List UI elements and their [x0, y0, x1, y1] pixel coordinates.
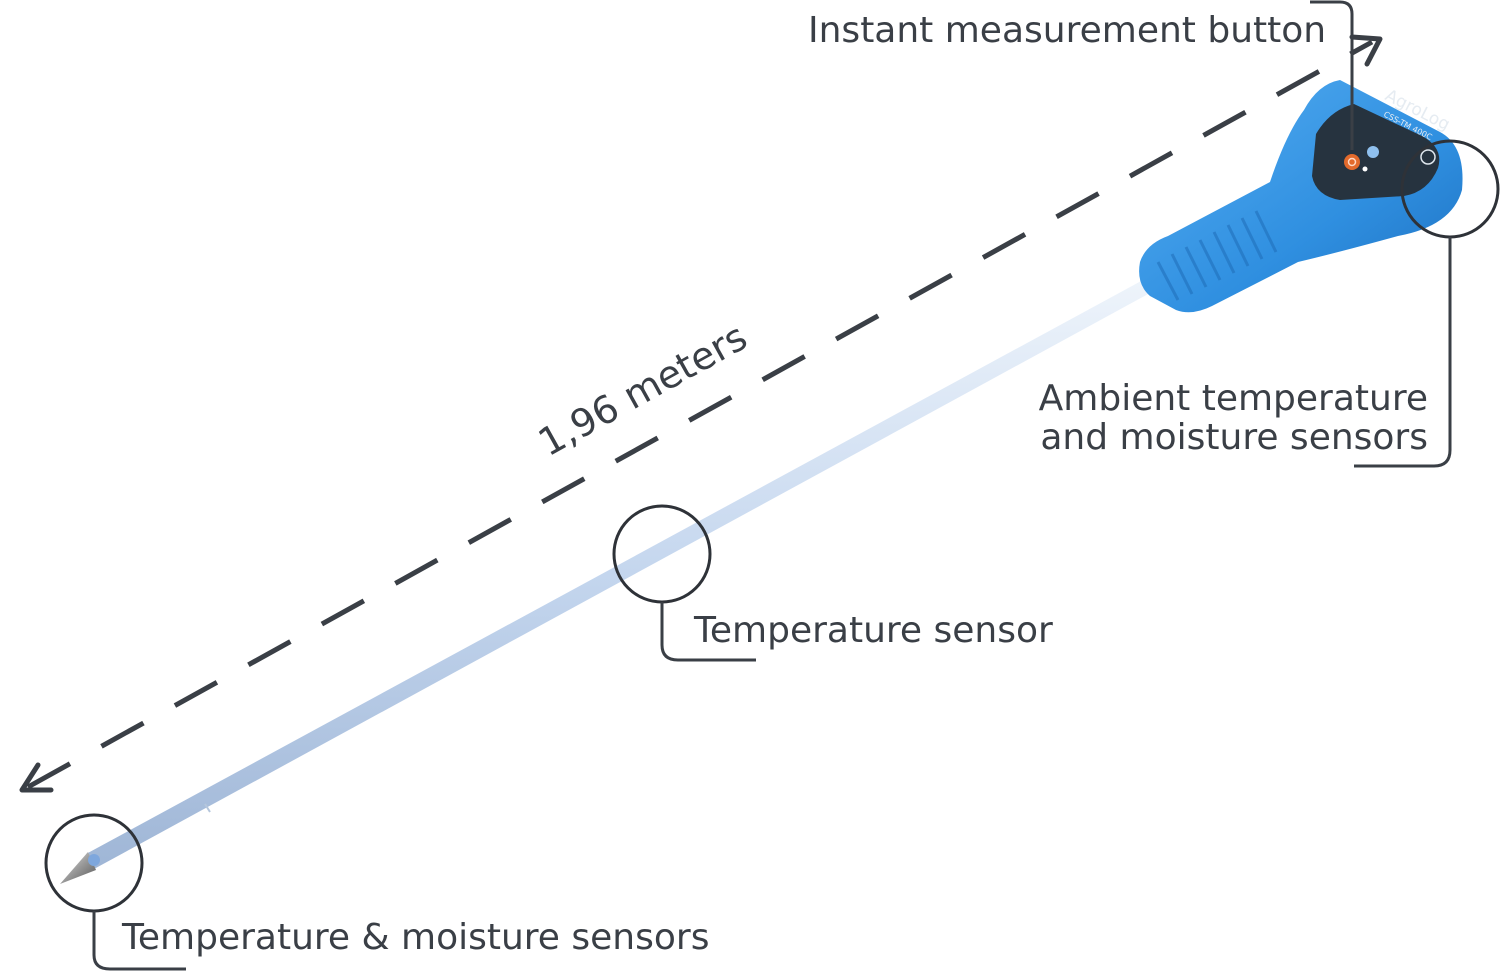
tip-callout-label: Temperature & moisture sensors — [121, 917, 709, 958]
logo-badge — [1420, 149, 1436, 165]
probe-handle: AgroLog CSS-TM 400C — [1139, 80, 1463, 313]
button-callout-label: Instant measurement button — [808, 10, 1326, 51]
probe-tip — [60, 852, 96, 884]
tip-sensor-dot — [88, 854, 100, 866]
temperature-callout-label: Temperature sensor — [693, 610, 1053, 651]
dimension-line — [19, 34, 1383, 793]
power-icon[interactable] — [1344, 154, 1360, 170]
length-label: 1,96 meters — [531, 314, 754, 464]
ambient-callout-line1: Ambient temperature — [1039, 378, 1428, 419]
temperature-leader — [660, 602, 756, 662]
tip-leader — [92, 911, 186, 971]
status-light — [1367, 146, 1379, 158]
arrow-left-icon — [19, 762, 54, 793]
button-leader — [1310, 0, 1354, 150]
arrow-right-icon — [1349, 34, 1383, 67]
probe-rod — [60, 280, 1150, 884]
ambient-leader — [1354, 237, 1452, 468]
ambient-callout-line2: and moisture sensors — [1040, 417, 1428, 458]
